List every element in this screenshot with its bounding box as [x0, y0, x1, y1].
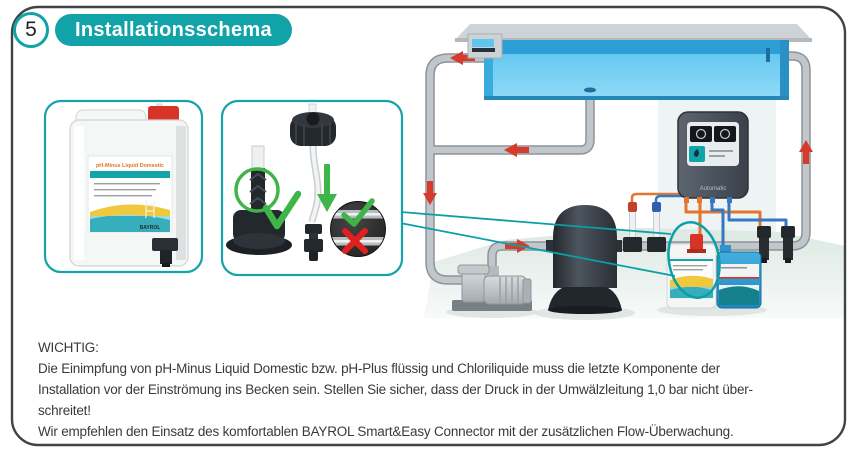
canister-title: pH-Minus Liquid Domestic [96, 163, 164, 169]
green-checkmark-icon [341, 198, 375, 227]
flow-arrows [423, 51, 813, 253]
circulation-pump [452, 264, 532, 311]
section-number: 5 [25, 18, 37, 41]
controller-display-ph [690, 126, 712, 142]
flow-arrow-return [799, 140, 813, 164]
injection-valve-ph [757, 226, 771, 263]
notice-line: Die Einimpfung von pH-Minus Liquid Domes… [38, 361, 720, 376]
important-notice: WICHTIG: Die Einimpfung von pH-Minus Liq… [38, 337, 830, 442]
ph-minus-canister-large: pH-Minus Liquid Domestic BAYROL [69, 103, 189, 267]
ph-sensor-probe [623, 202, 642, 252]
pool-ladder-icon [145, 200, 155, 218]
green-arrow-down-icon [317, 164, 337, 212]
section-title: Installationsschema [75, 18, 272, 41]
redox-sensor-probe [647, 202, 666, 252]
canister-label: pH-Minus Liquid Domestic BAYROL [87, 155, 173, 233]
sensor-cables [630, 192, 688, 206]
notice-heading: WICHTIG: [38, 340, 99, 355]
fitting-detail-box [220, 99, 404, 277]
suction-lance-assembly [226, 145, 302, 255]
suction-lance-highlight [667, 221, 721, 299]
controller-display-cl [714, 126, 736, 142]
suction-lance-fitting [690, 234, 703, 251]
callout-lines [399, 211, 676, 277]
injection-fitting [304, 224, 323, 261]
main-drain [584, 87, 596, 93]
canister-spigot [152, 238, 178, 267]
section-header: 5 Installationsschema [13, 12, 292, 48]
injection-valve-chlorine [781, 226, 795, 263]
chlorine-suction-tube [710, 200, 725, 250]
dosing-controller: Automatic [677, 111, 749, 203]
ph-minus-canister [666, 234, 717, 309]
red-cross-icon [342, 228, 368, 254]
sand-filter [546, 205, 622, 314]
section-title-pill: Installationsschema [55, 14, 292, 46]
chlorine-canister [716, 245, 762, 309]
flow-arrow-drain [504, 143, 529, 157]
notice-line: schreitet! [38, 403, 91, 418]
notice-line: Wir empfehlen den Einsatz des komfortabl… [38, 424, 734, 439]
circulation-pipes [425, 51, 811, 285]
pool [455, 24, 812, 100]
flow-arrow-down [423, 181, 437, 205]
cap-and-tube-assembly [290, 103, 337, 261]
notice-line: Installation vor der Einströmung ins Bec… [38, 382, 753, 397]
dosing-tubes [684, 200, 788, 250]
green-checkmark-icon [262, 190, 302, 230]
skimmer [467, 33, 503, 59]
controller-label: Automatic [700, 186, 727, 192]
chlorine-injection-tube [727, 200, 788, 226]
page-border [10, 5, 847, 447]
product-box: pH-Minus Liquid Domestic BAYROL [43, 99, 204, 274]
return-inlet [766, 48, 770, 62]
detail-callout-circle [330, 198, 386, 257]
brand-logo: BAYROL [140, 225, 161, 231]
section-number-badge: 5 [13, 12, 49, 48]
highlight-circle-icon [234, 167, 280, 213]
